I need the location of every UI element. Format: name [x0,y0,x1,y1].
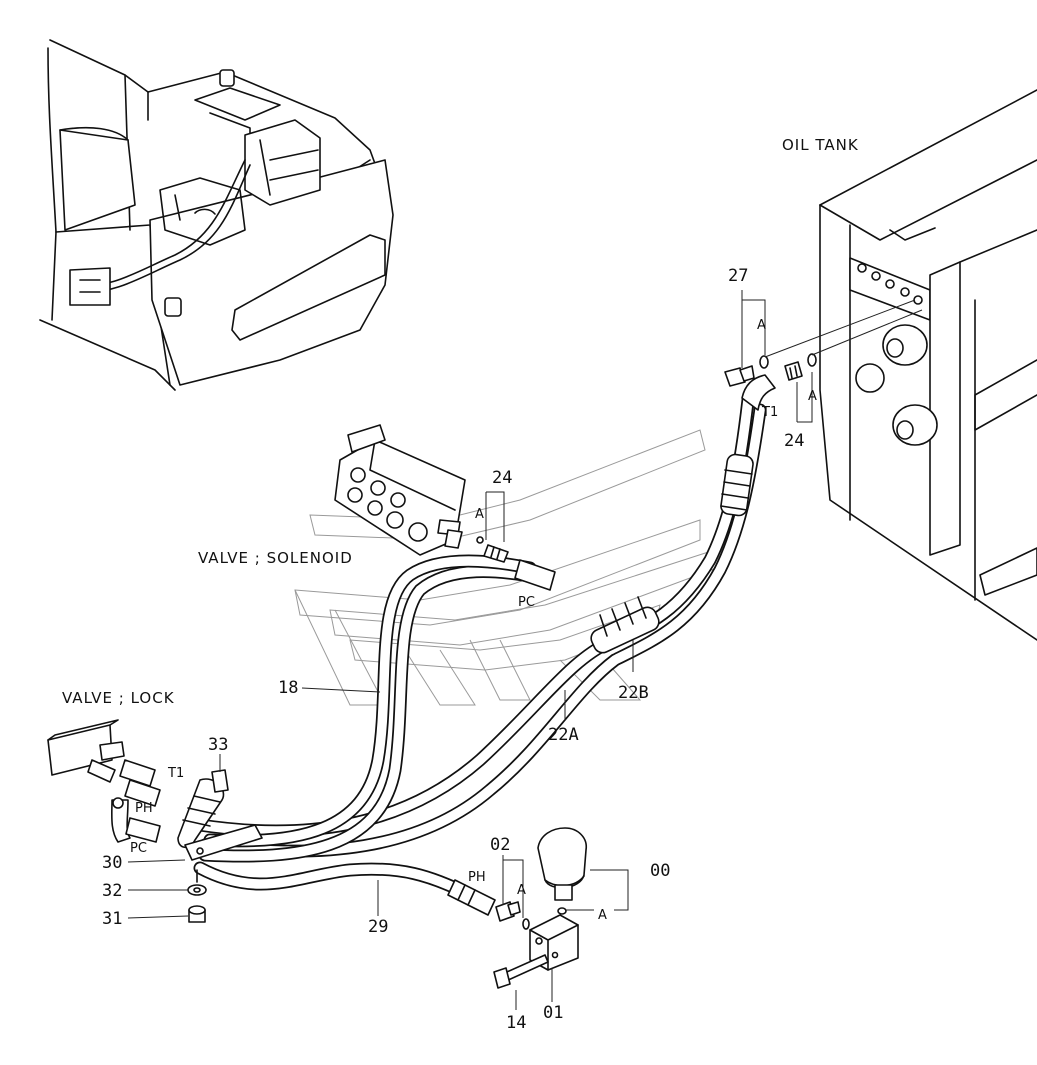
detail-mark-a-00: A [598,908,607,923]
callout-31: 31 [102,909,122,929]
machine-body-drawing [39,39,394,391]
label-valve-solenoid: VALVE ; SOLENOID [198,549,353,567]
detail-mark-a-27: A [757,318,766,333]
callout-32: 32 [102,881,122,901]
callout-00: 00 [650,861,670,881]
detail-mark-a-24-mid: A [475,507,484,522]
callout-22a: 22A [548,725,579,745]
port-label-ph-lock: PH [135,801,153,816]
hose-assembly [193,374,776,916]
port-label-pc-lock: PC [130,841,147,856]
callout-24-mid: 24 [492,468,512,488]
port-label-t1-tank: T1 [761,405,778,420]
lock-valve-drawing [47,719,263,923]
port-label-ph-hose: PH [468,870,486,885]
port-label-t1-lock: T1 [167,766,184,781]
port-label-pc-solenoid: PC [518,595,535,610]
detail-mark-a-24-right: A [808,389,817,404]
callout-27: 27 [728,266,748,286]
callout-14: 14 [506,1013,526,1033]
callout-33: 33 [208,735,228,755]
callout-18: 18 [278,678,298,698]
tank-fittings-drawing [724,299,923,387]
solenoid-valve-drawing [334,424,509,563]
callout-01: 01 [543,1003,563,1023]
callout-02: 02 [490,835,510,855]
leader-lines [127,290,813,1010]
accumulator-drawing [493,827,588,989]
annotation-text: OIL TANK VALVE ; SOLENOID VALVE ; LOCK T… [62,136,859,1033]
detail-mark-a-02: A [517,883,526,898]
callout-24-right: 24 [784,431,804,451]
oil-tank-drawing [819,89,1037,641]
callout-29: 29 [368,917,388,937]
callout-22b: 22B [618,683,649,703]
label-oil-tank: OIL TANK [782,136,859,154]
callout-30: 30 [102,853,122,873]
label-valve-lock: VALVE ; LOCK [62,689,175,707]
